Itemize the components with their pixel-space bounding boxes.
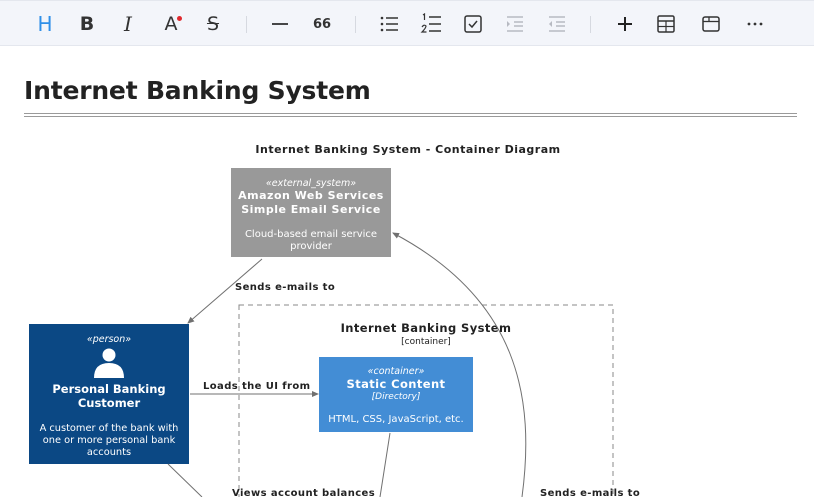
italic-button[interactable]: I <box>114 9 142 39</box>
aws-ses-stereotype: «external_system» <box>266 178 356 189</box>
aws-ses-box <box>231 168 391 257</box>
static-content-stereotype: «container» <box>368 366 425 377</box>
window-icon <box>702 16 720 32</box>
edge-customer-down <box>167 463 203 497</box>
customer-node: «person» Personal Banking Customer A cus… <box>29 324 189 464</box>
edge-label-sends-emails: Sends e-mails to <box>235 282 335 293</box>
font-color-button[interactable]: A <box>157 9 185 39</box>
ordered-list-button[interactable] <box>417 9 445 39</box>
heading-button[interactable]: H <box>31 9 59 39</box>
static-content-desc: HTML, CSS, JavaScript, etc. <box>328 414 463 425</box>
container-diagram: Internet Banking System - Container Diag… <box>29 143 640 497</box>
edge-static-down <box>379 432 391 497</box>
bullet-list-button[interactable] <box>375 9 403 39</box>
person-icon <box>94 348 124 378</box>
customer-stereotype: «person» <box>87 334 131 345</box>
heading-icon: H <box>37 12 53 36</box>
boundary-name: Internet Banking System <box>341 321 512 335</box>
plus-icon <box>618 17 632 31</box>
customer-desc-2: one or more personal bank <box>43 435 176 446</box>
page-title: Internet Banking System <box>24 76 371 105</box>
static-content-node: «container» Static Content [Directory] H… <box>319 357 473 432</box>
static-content-name: Static Content <box>347 377 446 391</box>
customer-desc-3: accounts <box>87 447 131 458</box>
checkbox-icon <box>464 15 482 33</box>
table-icon <box>657 15 675 33</box>
toolbar-separator <box>355 16 356 33</box>
customer-box <box>29 324 189 464</box>
bold-button[interactable]: B <box>73 9 101 39</box>
title-underline <box>24 113 797 117</box>
aws-ses-desc-1: Cloud-based email service <box>245 229 377 240</box>
bullet-list-icon <box>380 16 398 32</box>
insert-button[interactable] <box>611 9 639 39</box>
edge-mail-to-aws <box>392 232 527 497</box>
outdent-icon <box>549 16 565 32</box>
indent-button[interactable] <box>501 9 529 39</box>
toolbar-separator <box>246 16 247 33</box>
task-list-button[interactable] <box>459 9 487 39</box>
system-boundary <box>238 304 614 497</box>
editor-toolbar: H B I A S 66 <box>0 0 814 46</box>
boundary-type: [container] <box>401 337 451 347</box>
aws-ses-node: «external_system» Amazon Web Services Si… <box>231 168 391 257</box>
edge-aws-to-customer <box>187 258 263 324</box>
edge-label-sends-emails-2: Sends e-mails to <box>540 488 640 497</box>
aws-ses-name-1: Amazon Web Services <box>238 189 384 202</box>
horizontal-rule-button[interactable] <box>266 9 294 39</box>
strikethrough-icon: S <box>206 13 220 35</box>
more-icon <box>747 22 763 26</box>
diagram-caption: Internet Banking System - Container Diag… <box>255 143 560 156</box>
static-content-tech: [Directory] <box>372 392 421 402</box>
more-button[interactable] <box>741 9 769 39</box>
outdent-button[interactable] <box>543 9 571 39</box>
customer-name-1: Personal Banking <box>52 382 165 396</box>
static-content-box <box>319 357 473 432</box>
font-color-dot <box>177 16 182 21</box>
edge-label-views-balances: Views account balances <box>232 488 375 497</box>
aws-ses-name-2: Simple Email Service <box>241 203 381 216</box>
toolbar-separator <box>590 16 591 33</box>
bold-icon: B <box>79 13 95 35</box>
indent-icon <box>507 16 523 32</box>
quote-icon: 66 <box>312 16 332 32</box>
italic-icon: I <box>124 12 132 36</box>
ordered-list-icon <box>420 13 441 33</box>
customer-name-2: Customer <box>78 396 141 410</box>
aws-ses-desc-2: provider <box>290 241 333 252</box>
strikethrough-button[interactable]: S <box>199 9 227 39</box>
customer-desc-1: A customer of the bank with <box>40 423 179 434</box>
horizontal-rule-icon <box>272 23 288 25</box>
quote-button[interactable]: 66 <box>308 9 336 39</box>
embed-window-button[interactable] <box>697 9 725 39</box>
table-button[interactable] <box>652 9 680 39</box>
edge-label-loads-ui: Loads the UI from <box>203 381 310 392</box>
font-color-icon: A <box>164 13 178 35</box>
